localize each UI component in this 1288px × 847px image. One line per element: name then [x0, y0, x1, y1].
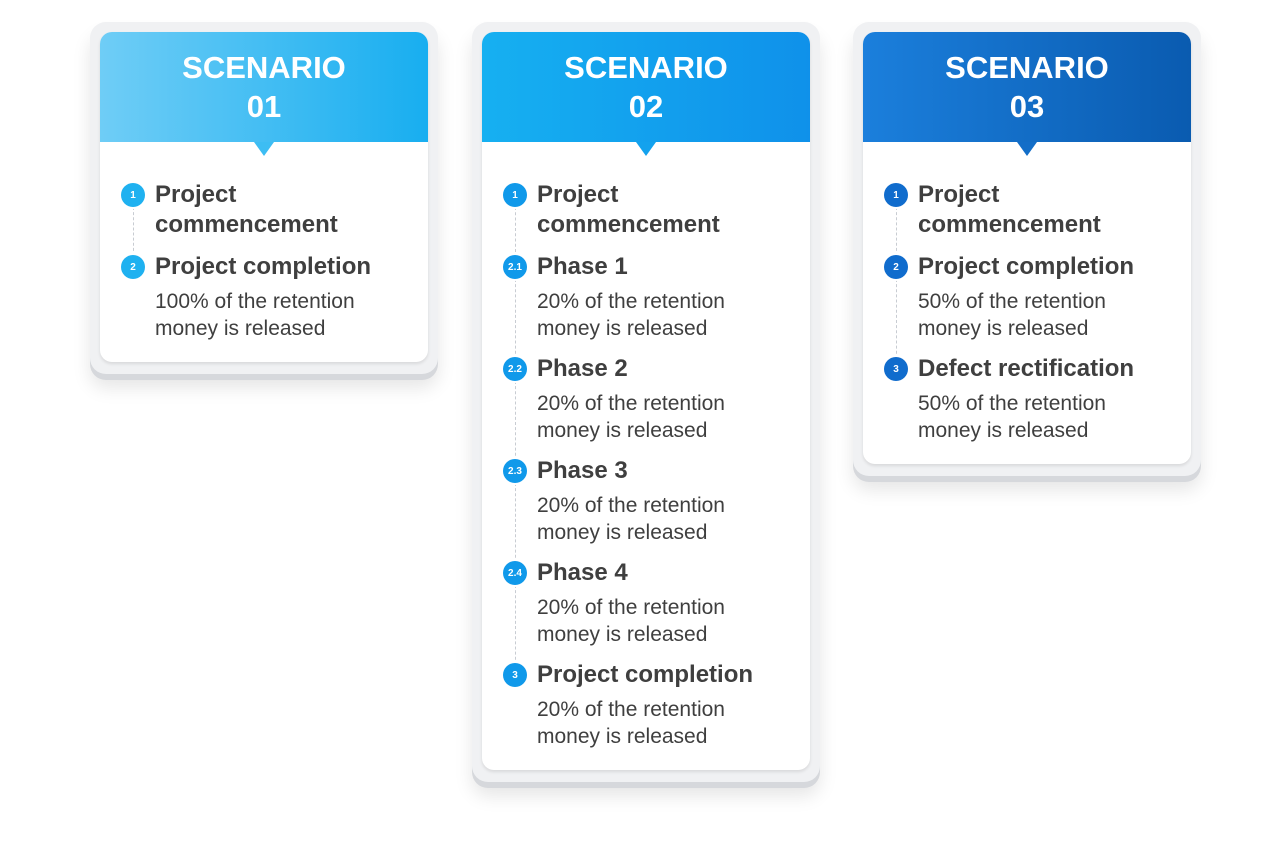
step-title: Phase 3: [537, 457, 628, 484]
step-number-badge: 2.4: [503, 561, 527, 585]
scenario-steps-2: 1 Project commencement 2.1 Phase 1 20% o…: [482, 142, 810, 770]
step-title: Phase 4: [537, 559, 628, 586]
step-connector: [514, 585, 516, 670]
scenario-label: SCENARIO: [945, 50, 1109, 85]
step-item: 2.3 Phase 3 20% of the retention money i…: [503, 456, 790, 568]
scenario-label: SCENARIO: [564, 50, 728, 85]
step-description: 50% of the retention money is released: [918, 290, 1106, 340]
scenario-number: 02: [628, 89, 664, 124]
scenario-header-1: SCENARIO 01: [100, 32, 428, 156]
scenario-card-3-inner: SCENARIO 03 1 Project commencement 2 Pro…: [863, 32, 1191, 464]
step-description: 20% of the retention money is released: [537, 392, 725, 442]
scenario-card-1: SCENARIO 01 1 Project commencement 2 Pro…: [90, 22, 438, 374]
header-pointer: [254, 142, 274, 156]
scenario-header-3: SCENARIO 03: [863, 32, 1191, 156]
step-title: Defect rectification: [918, 355, 1135, 382]
scenario-card-1-inner: SCENARIO 01 1 Project commencement 2 Pro…: [100, 32, 428, 362]
step-item: 2.4 Phase 4 20% of the retention money i…: [503, 558, 790, 670]
step-title: Phase 2: [537, 355, 628, 382]
step-title: Project commencement: [537, 181, 720, 238]
step-item: 1 Project commencement: [884, 180, 1171, 256]
step-item: 2 Project completion 50% of the retentio…: [884, 252, 1171, 364]
scenario-number: 01: [246, 89, 282, 124]
step-number-badge: 2.1: [503, 255, 527, 279]
step-connector: [895, 207, 897, 256]
scenario-number: 03: [1009, 89, 1045, 124]
step-connector: [514, 279, 516, 364]
step-number-badge: 2: [121, 255, 145, 279]
step-description: 20% of the retention money is released: [537, 290, 725, 340]
step-item: 2.1 Phase 1 20% of the retention money i…: [503, 252, 790, 364]
step-item: 3 Defect rectification 50% of the retent…: [884, 354, 1171, 444]
step-item: 2.2 Phase 2 20% of the retention money i…: [503, 354, 790, 466]
step-connector: [514, 207, 516, 252]
step-description: 20% of the retention money is released: [537, 698, 725, 748]
step-connector: [895, 279, 897, 364]
step-description: 50% of the retention money is released: [918, 392, 1106, 442]
step-description: 20% of the retention money is released: [537, 494, 725, 544]
step-connector: [514, 381, 516, 466]
step-number-badge: 1: [503, 183, 527, 207]
step-number-badge: 2: [884, 255, 908, 279]
step-title: Project completion: [537, 661, 754, 688]
step-title: Project completion: [155, 253, 372, 280]
scenario-card-2: SCENARIO 02 1 Project commencement 2.1 P…: [472, 22, 820, 782]
step-number-badge: 1: [121, 183, 145, 207]
step-item: 1 Project commencement: [121, 180, 408, 256]
step-item: 1 Project commencement: [503, 180, 790, 252]
header-pointer: [636, 142, 656, 156]
step-item: 3 Project completion 20% of the retentio…: [503, 660, 790, 750]
step-number-badge: 3: [503, 663, 527, 687]
scenario-card-3: SCENARIO 03 1 Project commencement 2 Pro…: [853, 22, 1201, 476]
step-connector: [132, 207, 134, 256]
header-pointer: [1017, 142, 1037, 156]
step-title: Project completion: [918, 253, 1135, 280]
step-title: Project commencement: [155, 181, 338, 238]
scenario-steps-1: 1 Project commencement 2 Project complet…: [100, 142, 428, 362]
scenario-header-2: SCENARIO 02: [482, 32, 810, 156]
scenario-steps-3: 1 Project commencement 2 Project complet…: [863, 142, 1191, 464]
step-item: 2 Project completion 100% of the retenti…: [121, 252, 408, 342]
step-title: Phase 1: [537, 253, 628, 280]
step-number-badge: 3: [884, 357, 908, 381]
step-connector: [514, 483, 516, 568]
scenario-card-2-inner: SCENARIO 02 1 Project commencement 2.1 P…: [482, 32, 810, 770]
step-number-badge: 2.2: [503, 357, 527, 381]
step-description: 100% of the retention money is released: [155, 290, 355, 340]
step-number-badge: 2.3: [503, 459, 527, 483]
step-title: Project commencement: [918, 181, 1101, 238]
scenario-label: SCENARIO: [182, 50, 346, 85]
step-number-badge: 1: [884, 183, 908, 207]
step-description: 20% of the retention money is released: [537, 596, 725, 646]
